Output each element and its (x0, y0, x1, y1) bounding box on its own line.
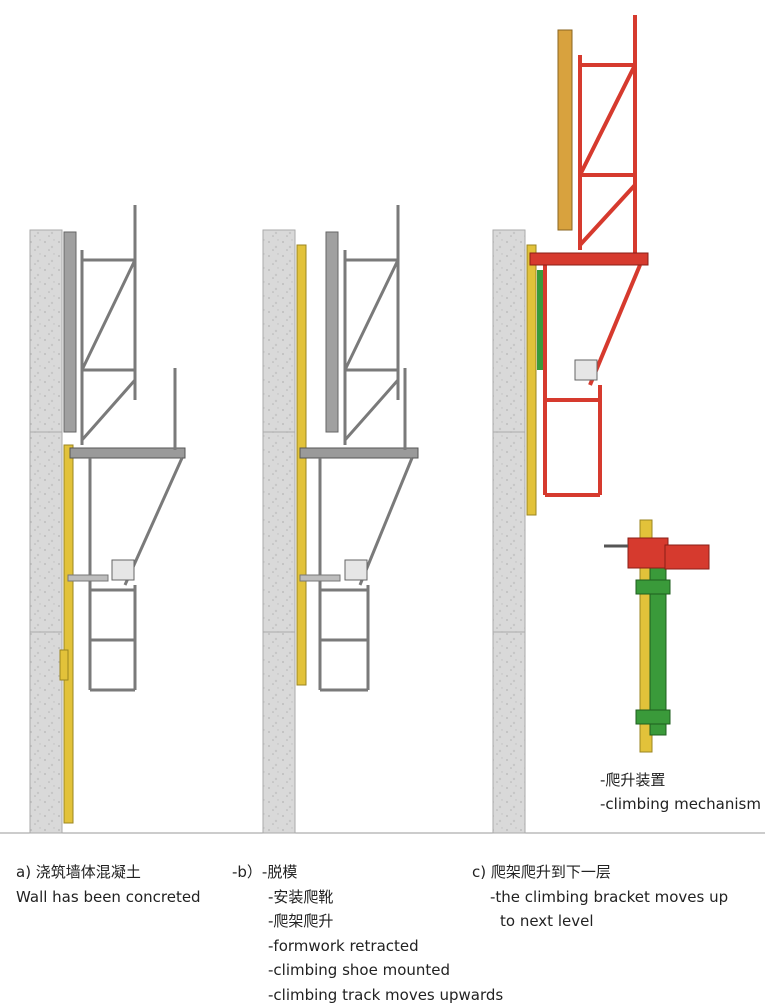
stage-c-climbing-rail (526, 244, 537, 516)
caption-a: a) 浇筑墙体混凝土 Wall has been concreted (16, 860, 201, 909)
mechanism-label: -爬升装置 -climbing mechanism (600, 768, 761, 816)
stage-a-illustration (29, 205, 186, 834)
diagram-canvas (0, 15, 765, 834)
caption-a-zh: a) 浇筑墙体混凝土 (16, 863, 141, 881)
stage-c-illustration (492, 15, 649, 834)
caption-b-line: -formwork retracted (268, 936, 419, 955)
stage-a-platform (69, 447, 186, 459)
stage-a-upper-frame (80, 205, 137, 445)
stage-c-platform (529, 252, 649, 266)
climbing-mechanism-illustration (604, 519, 710, 753)
stage-b-formwork (325, 231, 339, 433)
caption-b-line: -climbing shoe mounted (268, 961, 451, 979)
caption-b-line: -爬架爬升 (268, 912, 334, 930)
caption-b-zh: -b）-脱模 (232, 863, 298, 881)
caption-b: -b）-脱模 -安装爬靴 -爬架爬升 -formwork retracted -… (232, 860, 503, 1007)
caption-a-en: Wall has been concreted (16, 887, 201, 906)
caption-c-line: -the climbing bracket moves up (490, 887, 729, 906)
caption-c-zh: c) 爬架爬升到下一层 (472, 863, 611, 881)
caption-c-line: to next level (500, 912, 594, 930)
mechanism-label-en: -climbing mechanism (600, 795, 761, 813)
mechanism-red-head (627, 537, 669, 569)
stage-b-illustration (262, 205, 419, 834)
mechanism-label-zh: -爬升装置 (600, 771, 666, 789)
stage-b-climbing-rail (296, 244, 307, 686)
caption-b-line: -安装爬靴 (268, 887, 334, 906)
stage-b-platform (299, 447, 419, 459)
stage-a-formwork (63, 231, 77, 433)
caption-b-line: -climbing track moves upwards (268, 985, 504, 1004)
caption-c: c) 爬架爬升到下一层 -the climbing bracket moves … (472, 860, 728, 934)
stage-b-upper-frame (343, 205, 400, 445)
stage-c-wall (492, 229, 526, 834)
stage-c-red-bracket (543, 15, 642, 497)
stage-a-climbing-rail (63, 444, 74, 824)
stage-a-wall (29, 229, 63, 834)
stage-c-formwork (557, 29, 573, 231)
stage-b-wall (262, 229, 296, 834)
